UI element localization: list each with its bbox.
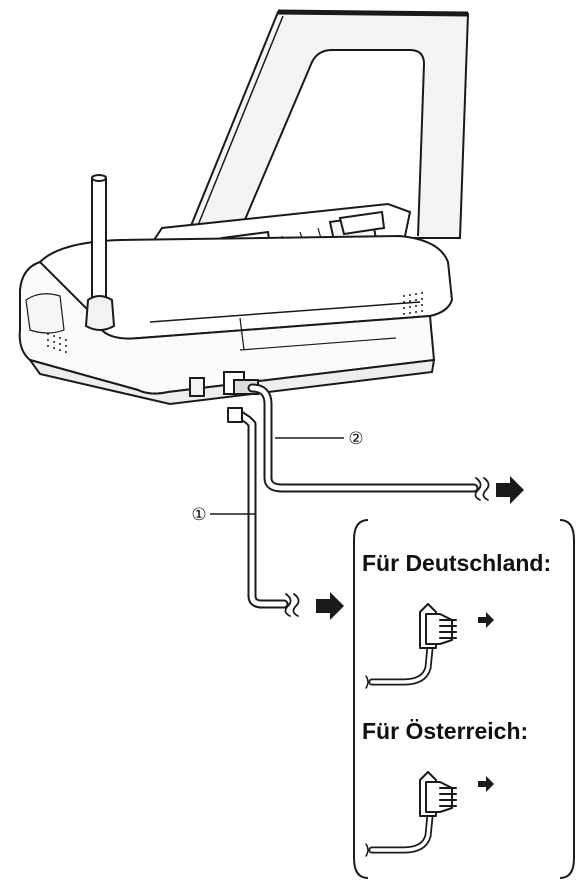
right-arrow-icon — [478, 776, 494, 792]
power-cord — [247, 383, 490, 501]
tae-plug-icon — [365, 603, 457, 689]
paper-tray — [184, 9, 470, 241]
telephone-line-cord — [227, 407, 300, 617]
callout-phone-cord: ① — [191, 505, 206, 524]
antenna-post — [84, 174, 116, 331]
right-arrow-icon — [316, 592, 344, 620]
callout-marker: ① — [191, 505, 206, 524]
callout-marker: ② — [348, 429, 363, 448]
plug-panel-bracket — [353, 519, 575, 879]
label-germany: Für Deutschland: — [362, 550, 552, 576]
tae-plug-icon — [365, 771, 457, 857]
right-arrow-icon — [496, 476, 524, 504]
callout-power-cord: ② — [348, 429, 363, 448]
right-arrow-icon — [478, 612, 494, 628]
rear-jacks — [189, 371, 259, 397]
fax-machine-body — [18, 234, 454, 406]
label-austria: Für Österreich: — [362, 718, 529, 744]
